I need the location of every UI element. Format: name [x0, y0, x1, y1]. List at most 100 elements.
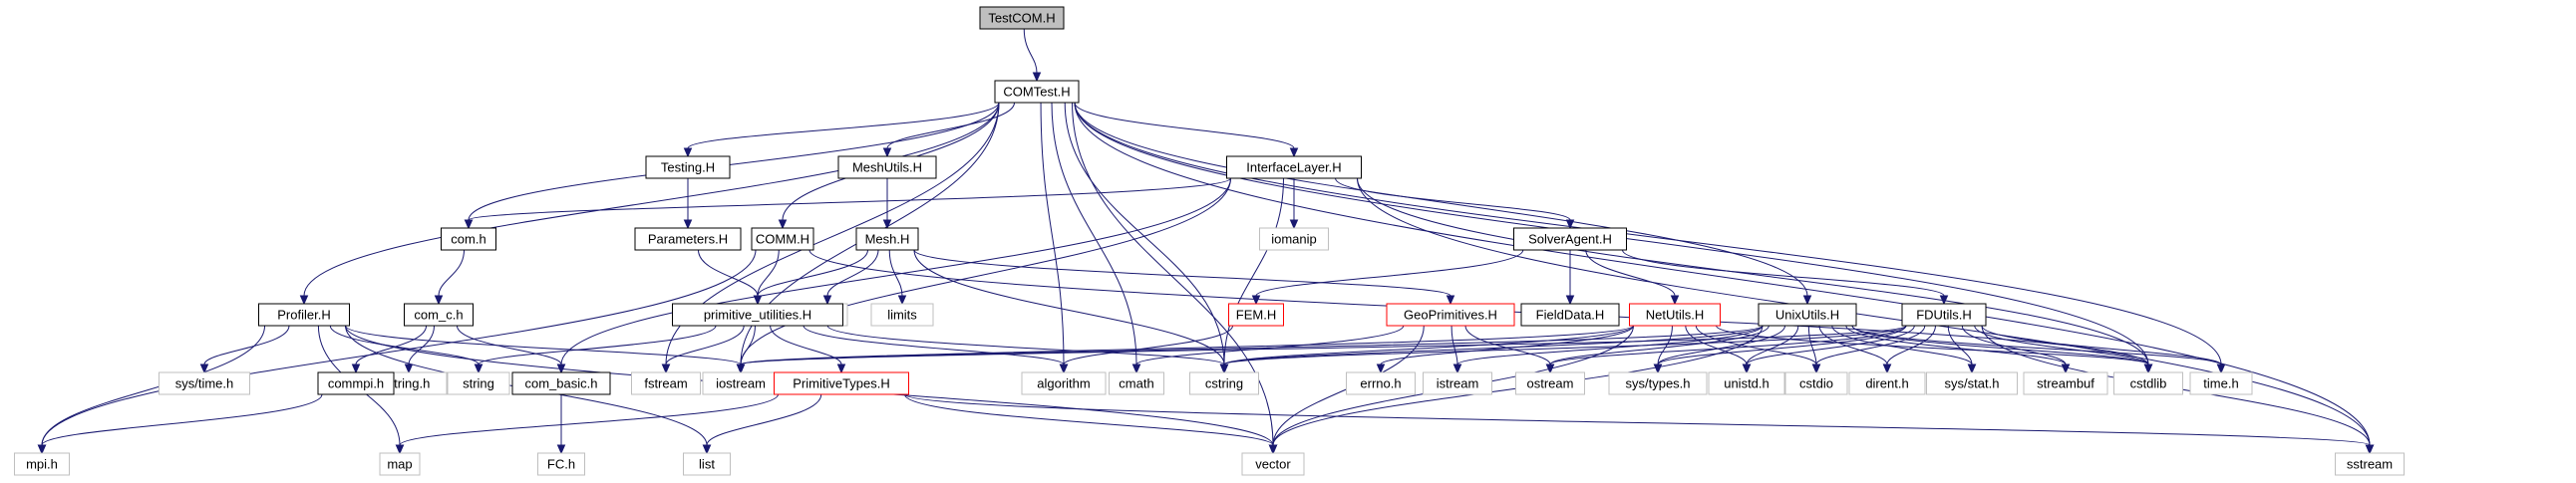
node-box [1629, 303, 1721, 327]
edge-arrowhead [683, 147, 693, 158]
edge-line [1974, 325, 2149, 365]
node-comm-h[interactable]: COMM.H [751, 227, 814, 251]
node-geoprimitives-h[interactable]: GeoPrimitives.H [1386, 303, 1515, 327]
node-mesh-h[interactable]: Mesh.H [855, 227, 919, 251]
node-label: list [699, 457, 715, 472]
node-box [159, 371, 250, 395]
edge-line [1716, 325, 2149, 365]
edge-fdutils-h-to-cstdio [1811, 325, 1926, 374]
edge-line [41, 393, 323, 446]
edge-line [1074, 102, 1808, 297]
node-fdutils-h[interactable]: FDUtils.H [1901, 303, 1987, 327]
edge-line [345, 325, 742, 365]
node-commpi-h[interactable]: commpi.h [317, 371, 395, 395]
edge-com-c-h-to-commpi-h [351, 325, 428, 374]
node-box [1109, 371, 1164, 395]
node-label: ostream [1527, 376, 1574, 391]
edge-arrowhead [2216, 363, 2226, 374]
node-profiler-h[interactable]: Profiler.H [258, 303, 350, 327]
edge-mesh-h-to-set [822, 249, 879, 306]
node-label: map [387, 457, 412, 472]
node-label: Profiler.H [277, 308, 330, 323]
node-meshutils-h[interactable]: MeshUtils.H [837, 155, 937, 179]
node-sys-stat-h: sys/stat.h [1926, 371, 2018, 395]
node-unixutils-h[interactable]: UnixUtils.H [1758, 303, 1857, 327]
edge-line [1456, 325, 1764, 365]
node-label: cmath [1119, 376, 1153, 391]
edge-line [560, 177, 1231, 365]
edge-arrowhead [1131, 363, 1141, 374]
node-testing-h[interactable]: Testing.H [645, 155, 731, 179]
node-sstream: sstream [2335, 452, 2405, 476]
node-interfacelayer-h[interactable]: InterfaceLayer.H [1226, 155, 1362, 179]
edge-unixutils-h-to-cstdlib [1851, 325, 2153, 374]
node-label: sstream [2347, 457, 2393, 472]
edge-line [740, 325, 1907, 365]
node-parameters-h[interactable]: Parameters.H [634, 227, 742, 251]
node-label: errno.h [1360, 376, 1401, 391]
edge-solveragent-h-to-netutils-h [1585, 249, 1680, 306]
edge-meshutils-h-to-mesh-h [882, 178, 892, 230]
edge-line [757, 249, 868, 297]
node-limits: limits [870, 303, 934, 327]
node-box [2335, 452, 2405, 476]
node-primitivetypes-h[interactable]: PrimitiveTypes.H [774, 371, 909, 395]
node-label: Mesh.H [865, 232, 910, 247]
node-fielddata-h[interactable]: FieldData.H [1520, 303, 1620, 327]
edge-line [826, 249, 879, 297]
edge-line [1746, 325, 1799, 365]
edge-line [826, 325, 1225, 365]
node-box [404, 303, 474, 327]
node-map: map [379, 452, 421, 476]
edge-line [1023, 28, 1038, 74]
edge-arrowhead [778, 219, 788, 230]
node-box [1226, 155, 1362, 179]
node-box [1848, 371, 1926, 395]
edge-arrowhead [434, 295, 444, 306]
node-box [1784, 371, 1848, 395]
node-com-h[interactable]: com.h [441, 227, 496, 251]
edge-solveragent-h-to-fem-h [1251, 249, 1524, 306]
node-box [1386, 303, 1515, 327]
node-box [672, 303, 843, 327]
node-com-c-h[interactable]: com_c.h [404, 303, 474, 327]
edge-line [355, 325, 428, 365]
node-box [2189, 371, 2253, 395]
node-fem-h[interactable]: FEM.H [1228, 303, 1284, 327]
node-box [774, 371, 909, 395]
node-com-basic-h[interactable]: com_basic.h [511, 371, 611, 395]
node-primitive-utilities-h[interactable]: primitive_utilities.H [672, 303, 843, 327]
edge-arrowhead [199, 363, 209, 374]
node-istream: istream [1423, 371, 1492, 395]
edge-arrowhead [464, 219, 474, 230]
node-label: cstdlib [2130, 376, 2167, 391]
edge-line [1947, 325, 1973, 365]
edge-arrowhead [1545, 363, 1555, 374]
edge-arrowhead [1289, 147, 1299, 158]
edge-arrowhead [2365, 444, 2375, 455]
node-cmath: cmath [1109, 371, 1164, 395]
node-netutils-h[interactable]: NetUtils.H [1629, 303, 1721, 327]
edge-line [1886, 325, 1936, 365]
edge-line [740, 177, 1231, 365]
edge-line [408, 325, 435, 365]
edge-fdutils-h-to-dirent-h [1882, 325, 1936, 374]
node-label: Testing.H [661, 160, 715, 175]
node-box [14, 452, 70, 476]
node-label: fstream [644, 376, 687, 391]
node-label: algorithm [1037, 376, 1090, 391]
node-mpi-h: mpi.h [14, 452, 70, 476]
edge-comtest-h-to-cmath [1051, 102, 1141, 374]
node-box [751, 227, 814, 251]
edge-arrowhead [1670, 295, 1680, 306]
node-solveragent-h[interactable]: SolverAgent.H [1513, 227, 1627, 251]
edge-arrowhead [1565, 219, 1575, 230]
node-box [447, 371, 510, 395]
edge-arrowhead [1565, 295, 1575, 306]
edge-arrowhead [37, 444, 47, 455]
node-box [317, 371, 395, 395]
node-comtest-h[interactable]: COMTest.H [994, 80, 1080, 104]
edge-arrowhead [1268, 444, 1278, 455]
node-box [2023, 371, 2108, 395]
